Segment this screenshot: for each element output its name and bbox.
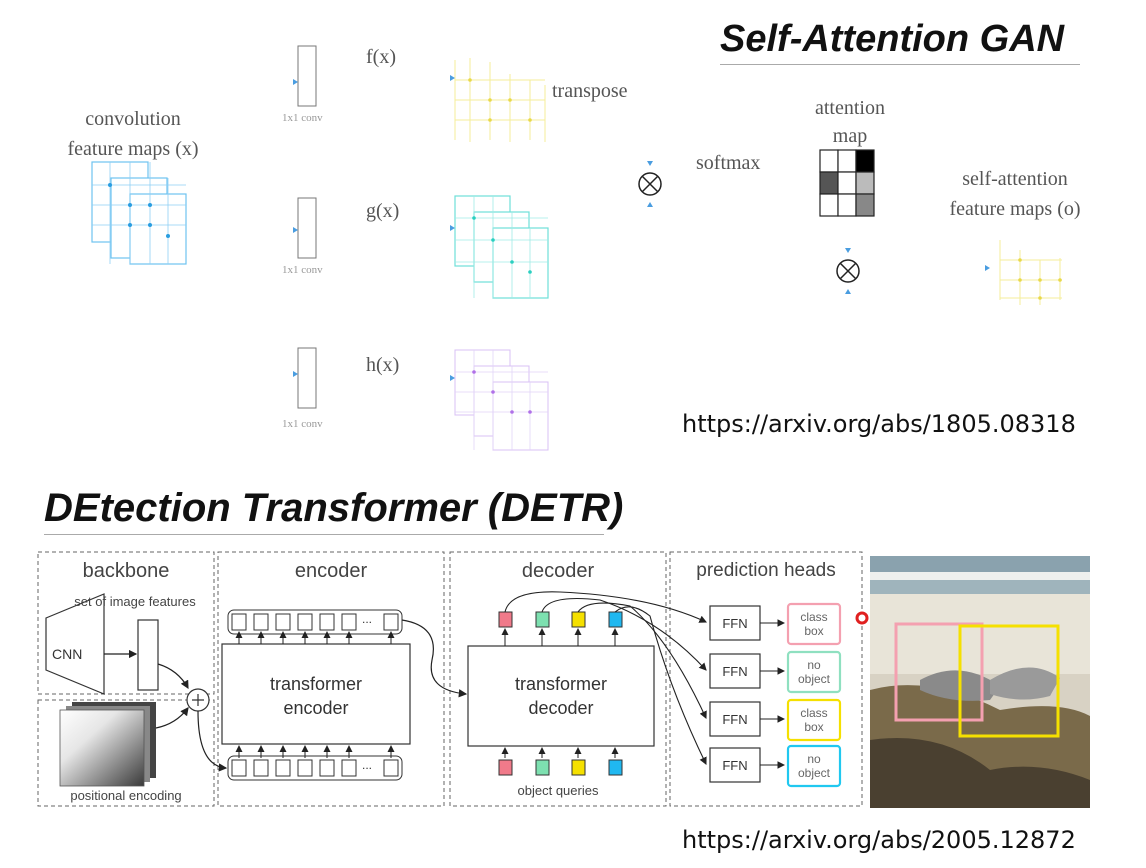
- matmul-icon: [639, 161, 661, 207]
- ffn-label-4: FFN: [710, 758, 760, 773]
- cnn-label: CNN: [52, 646, 82, 662]
- encoder-label: encoder: [218, 560, 444, 583]
- ffn-label-3: FFN: [710, 712, 760, 727]
- conv-label-g: 1x1 conv: [282, 264, 323, 276]
- positional-encoding-images: [60, 702, 156, 786]
- g-feature-maps: [450, 196, 548, 298]
- h-feature-maps: [450, 350, 548, 450]
- sagan-url[interactable]: https://arxiv.org/abs/1805.08318: [682, 410, 1076, 438]
- encoder-input-tokens: [228, 756, 402, 780]
- output-text-4: no object: [788, 752, 840, 780]
- encoder-output-tokens: [228, 610, 402, 634]
- decoder-block-line2: decoder: [468, 696, 654, 720]
- feature-bar: [138, 620, 158, 690]
- object-queries-label: object queries: [450, 783, 666, 798]
- f-label: f(x): [366, 46, 396, 69]
- ffn-label-2: FFN: [710, 664, 760, 679]
- decoder-block-label: transformer decoder: [468, 672, 654, 720]
- output-1-line2: box: [788, 624, 840, 638]
- attention-label-line2: map: [790, 122, 910, 150]
- output-label-line2: feature maps (o): [930, 194, 1100, 224]
- attention-label: attention map: [790, 94, 910, 150]
- encoder-dots: ...: [362, 612, 372, 626]
- output-3-line1: class: [788, 706, 840, 720]
- g-label: g(x): [366, 200, 399, 223]
- example-photo: [870, 556, 1090, 808]
- transpose-label: transpose: [552, 80, 628, 103]
- input-feature-maps: [92, 162, 186, 264]
- softmax-label: softmax: [696, 152, 760, 175]
- encoder-block-label: transformer encoder: [222, 672, 410, 720]
- detr-url[interactable]: https://arxiv.org/abs/2005.12872: [682, 826, 1076, 854]
- conv-label-f: 1x1 conv: [282, 112, 323, 124]
- output-text-1: class box: [788, 610, 840, 638]
- output-feature-maps: [985, 240, 1062, 305]
- output-text-2: no object: [788, 658, 840, 686]
- encoder-block-line1: transformer: [222, 672, 410, 696]
- matmul-output-icon: [837, 248, 859, 294]
- h-label: h(x): [366, 354, 399, 377]
- output-label: self-attention feature maps (o): [930, 164, 1100, 224]
- output-1-line1: class: [788, 610, 840, 624]
- encoder-dots-bottom: ...: [362, 758, 372, 772]
- sagan-diagram: [0, 0, 1146, 460]
- detr-title-underline: [44, 534, 604, 535]
- decoder-block-line1: transformer: [468, 672, 654, 696]
- conv-label-h: 1x1 conv: [282, 418, 323, 430]
- output-4-line2: object: [788, 766, 840, 780]
- attention-label-line1: attention: [790, 94, 910, 122]
- output-4-line1: no: [788, 752, 840, 766]
- set-features-label: set of image features: [50, 594, 220, 609]
- backbone-label: backbone: [38, 560, 214, 583]
- heads-label: prediction heads: [670, 560, 862, 582]
- positional-label: positional encoding: [38, 788, 214, 803]
- ffn-label-1: FFN: [710, 616, 760, 631]
- conv-bar-g: [293, 198, 316, 258]
- decoder-output-queries: [499, 612, 622, 627]
- object-query-inputs: [499, 760, 622, 775]
- conv-bar-f: [293, 46, 316, 106]
- cnn-block: [46, 594, 104, 694]
- decoder-label: decoder: [450, 560, 666, 583]
- ffn-blocks: [710, 606, 760, 782]
- output-2-line2: object: [788, 672, 840, 686]
- output-2-line1: no: [788, 658, 840, 672]
- output-label-line1: self-attention: [930, 164, 1100, 194]
- record-icon: [857, 613, 867, 623]
- output-text-3: class box: [788, 706, 840, 734]
- attention-map: [820, 150, 874, 216]
- plus-icon: [187, 689, 209, 711]
- f-feature-maps: [450, 58, 545, 142]
- detr-title: DEtection Transformer (DETR): [44, 486, 623, 531]
- conv-bar-h: [293, 348, 316, 408]
- encoder-block-line2: encoder: [222, 696, 410, 720]
- output-3-line2: box: [788, 720, 840, 734]
